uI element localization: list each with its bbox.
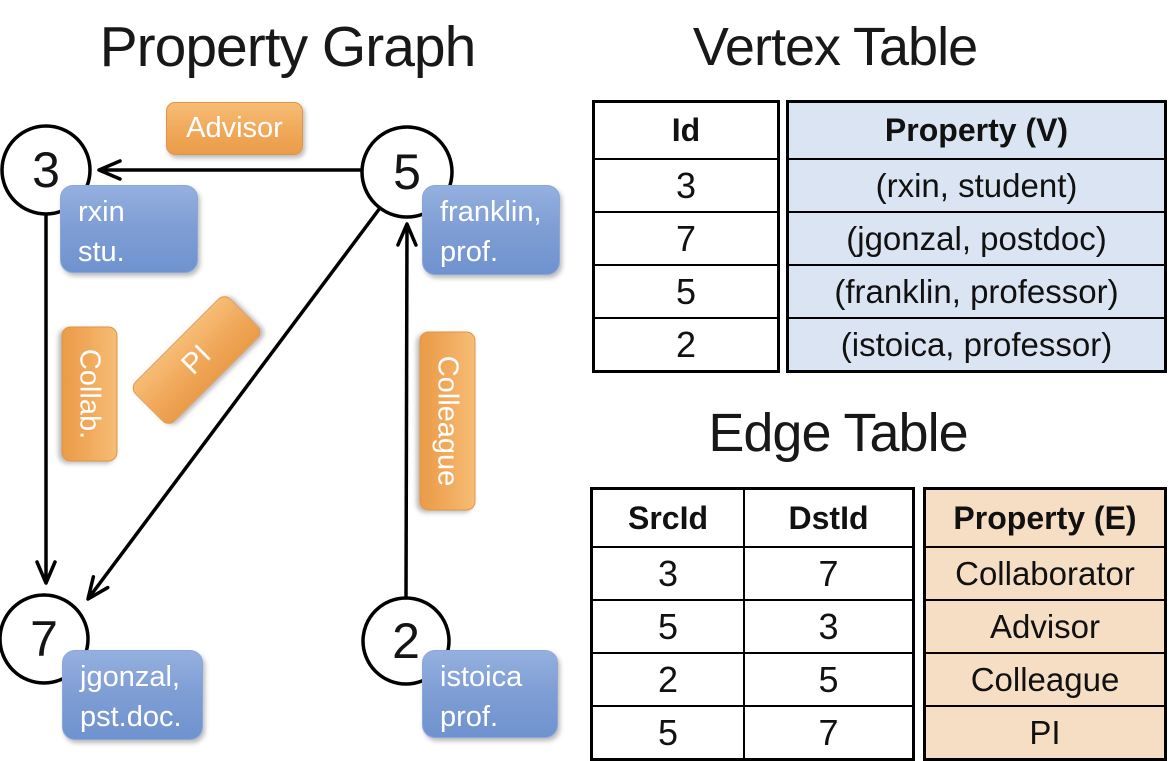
vertex-row-property: (rxin, student) bbox=[789, 158, 1164, 211]
vertex-table-property-header: Property (V) bbox=[884, 112, 1069, 148]
vertex-table-id-header: Id bbox=[671, 112, 701, 148]
node-3-property-line2: stu. bbox=[78, 236, 125, 269]
node-5-property-box: franklin, prof. bbox=[422, 185, 560, 275]
edge-row-dst: 3 bbox=[743, 601, 912, 652]
edge-row-dst: 7 bbox=[743, 707, 912, 758]
edge-row-src: 5 bbox=[657, 605, 679, 647]
node-2-id: 2 bbox=[392, 613, 420, 669]
edge-row-property: PI bbox=[926, 705, 1164, 758]
edge-table-property-column: Property (E) Collaborator Advisor Collea… bbox=[923, 487, 1167, 761]
node-3-property-box: rxin stu. bbox=[60, 185, 198, 273]
edge-label-collab-text: Collab. bbox=[74, 348, 106, 440]
edge-label-colleague-text: Colleague bbox=[432, 355, 464, 487]
node-5-id: 5 bbox=[393, 144, 421, 200]
node-5-property-line2: prof. bbox=[440, 236, 499, 269]
edge-table-srcid-header: SrcId bbox=[627, 499, 709, 536]
node-7-property-box: jgonzal, pst.doc. bbox=[62, 650, 203, 740]
edge-row-dst: 7 bbox=[743, 548, 912, 599]
node-2-property-box: istoica prof. bbox=[422, 650, 558, 738]
edge-row-src: 3 bbox=[657, 552, 679, 594]
node-2-property-line1: istoica bbox=[440, 661, 523, 693]
node-3-id: 3 bbox=[32, 142, 60, 198]
node-7-property-line1: jgonzal, bbox=[80, 661, 180, 693]
edge-row-property: Advisor bbox=[926, 599, 1164, 652]
vertex-row-id: 7 bbox=[595, 211, 777, 264]
vertex-row-property: (istoica, professor) bbox=[789, 317, 1164, 370]
property-graph-canvas bbox=[0, 124, 454, 686]
node-5-property-line1: franklin, bbox=[440, 196, 542, 228]
edge-row-property: Collaborator bbox=[926, 546, 1164, 599]
edge-2-to-5-arrow bbox=[396, 222, 418, 598]
edge-row-src: 2 bbox=[657, 658, 679, 700]
vertex-table-title: Vertex Table bbox=[692, 17, 978, 77]
node-7-id: 7 bbox=[30, 611, 58, 667]
vertex-row-property: (jgonzal, postdoc) bbox=[789, 211, 1164, 264]
vertex-row-id: 5 bbox=[595, 264, 777, 317]
edge-table-dstid-header: DstId bbox=[743, 490, 912, 546]
edge-label-collab: Collab. bbox=[61, 326, 118, 462]
edge-table-src-dst-columns: SrcId DstId 3 7 5 3 2 5 5 7 bbox=[590, 487, 915, 761]
property-graph-title: Property Graph bbox=[99, 15, 477, 79]
vertex-row-id: 3 bbox=[595, 158, 777, 211]
edge-row-src: 5 bbox=[657, 711, 679, 753]
vertex-table-property-column: Property (V) (rxin, student) (jgonzal, p… bbox=[786, 100, 1167, 373]
vertex-row-id: 2 bbox=[595, 317, 777, 370]
edge-table-title: Edge Table bbox=[708, 403, 968, 463]
vertex-row-property: (franklin, professor) bbox=[789, 264, 1164, 317]
node-3-property-line1: rxin bbox=[78, 196, 125, 228]
vertex-table-id-column: Id 3 7 5 2 bbox=[592, 100, 780, 373]
edge-label-pi-text: PI bbox=[175, 338, 218, 381]
edge-label-advisor: Advisor bbox=[166, 102, 303, 155]
edge-row-dst: 5 bbox=[743, 654, 912, 705]
edge-5-to-7-arrow bbox=[86, 206, 382, 601]
edge-label-advisor-text: Advisor bbox=[186, 112, 283, 144]
edge-table-property-header: Property (E) bbox=[953, 499, 1137, 536]
node-7-property-line2: pst.doc. bbox=[80, 701, 182, 734]
edge-label-colleague: Colleague bbox=[419, 331, 476, 511]
node-2-property-line2: prof. bbox=[440, 701, 499, 734]
edge-row-property: Colleague bbox=[926, 652, 1164, 705]
